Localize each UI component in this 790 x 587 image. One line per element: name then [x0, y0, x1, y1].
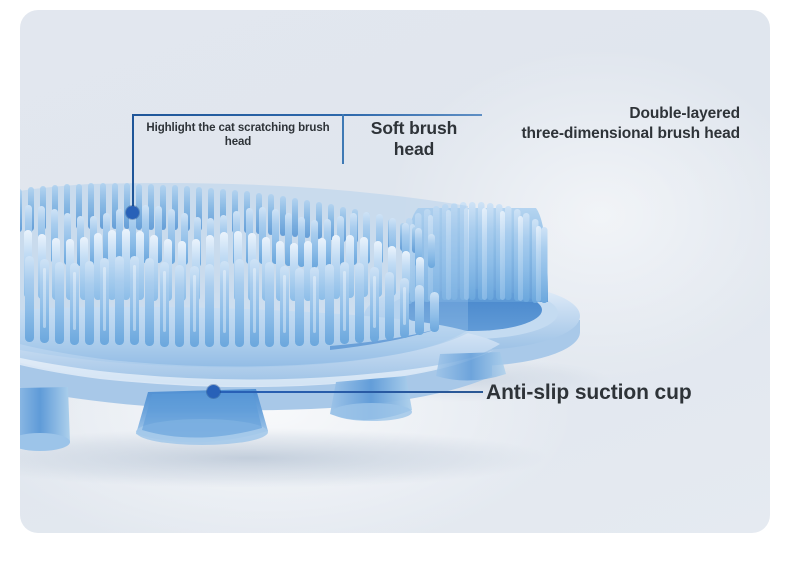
label-double-line-2: three-dimensional brush head [521, 125, 740, 142]
label-anti-slip-suction-cup: Anti-slip suction cup [486, 381, 692, 404]
product-illustration [20, 10, 770, 533]
callout-bracket-horizontal [132, 114, 482, 116]
callout-stem-soft [342, 114, 344, 164]
callout-line-suction [219, 391, 483, 393]
label-double-line-1: Double-layered [629, 105, 740, 122]
label-soft-brush-head: Soft brush head [370, 118, 458, 159]
callout-dot-scratching [126, 206, 139, 219]
callout-stem-scratching [132, 114, 134, 212]
infographic-card: Highlight the cat scratching brush head … [20, 10, 770, 533]
label-double-layered-brush-head: Double-layered three-dimensional brush h… [521, 104, 740, 144]
label-scratching-brush-head: Highlight the cat scratching brush head [146, 122, 330, 148]
callout-dot-suction [207, 385, 220, 398]
